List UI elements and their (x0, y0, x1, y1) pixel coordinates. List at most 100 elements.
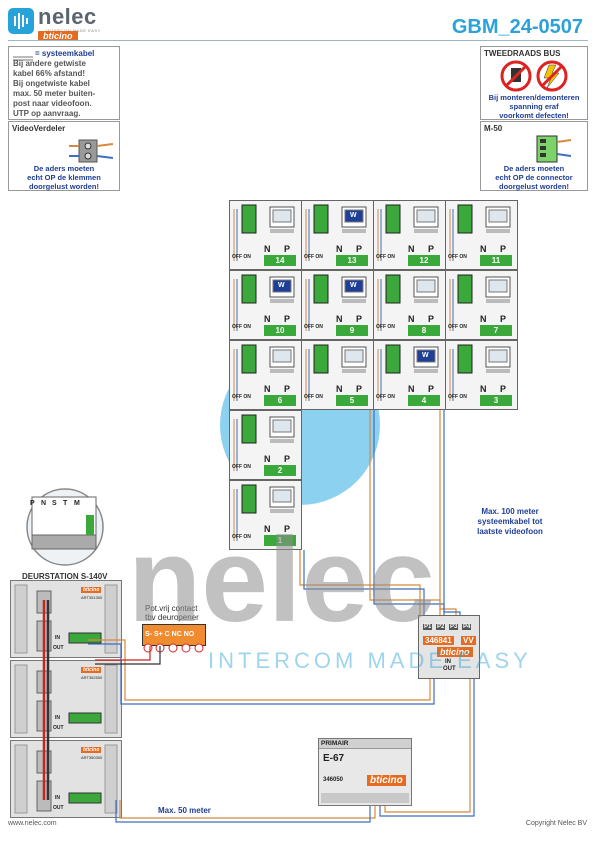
psu-header: PRIMAIR (319, 739, 411, 749)
address-display: 10 (264, 325, 296, 336)
address-display: 14 (264, 255, 296, 266)
distributor-model: 346841 (423, 636, 454, 645)
relay-terminals: S- S+ C NC NO (145, 631, 195, 638)
terminal-label: P (30, 500, 35, 507)
address-display: 3 (480, 395, 512, 406)
n-label: N (408, 314, 415, 324)
footer-copyright: Copyright Nelec BV (525, 820, 587, 827)
module-brand: bticino (81, 747, 102, 753)
videophone: N P OFF ON 6 (229, 340, 302, 410)
p-label: P (284, 314, 291, 324)
screen-mark: W (350, 212, 357, 219)
address-display: 7 (480, 325, 512, 336)
module-brand: bticino (81, 667, 102, 673)
videophone: W N P OFF ON 13 (301, 200, 374, 270)
off-on-switch: OFF ON (232, 254, 251, 260)
terminal-label: M (74, 500, 80, 507)
distributor-port: P4 (462, 624, 472, 630)
off-on-switch: OFF ON (304, 394, 323, 400)
screen-mark: W (278, 282, 285, 289)
video-distributor-note-title: VideoVerdeler (12, 124, 66, 133)
cable-note-box: = systeemkabel Bij andere getwiste kabel… (8, 46, 120, 120)
video-distributor-note: VideoVerdeler De aders moeten echt OP de… (8, 121, 120, 191)
video-distributor-note-caption: De aders moeten echt OP de klemmen doorg… (27, 164, 101, 191)
address-display: 2 (264, 465, 296, 476)
distributor-brand: bticino (437, 647, 473, 657)
module-code: ART351300 (81, 595, 103, 600)
port-in: IN (55, 715, 60, 721)
p-label: P (500, 384, 507, 394)
cable-note-text: Bij andere getwiste kabel 66% afstand! B… (13, 59, 96, 118)
off-on-switch: OFF ON (232, 534, 251, 540)
m50-title: M-50 (484, 124, 503, 133)
power-supply: PRIMAIR E-67 346050 bticino (318, 738, 412, 806)
door-station-title: DEURSTATION S-140V (22, 572, 108, 581)
n-label: N (264, 244, 271, 254)
address-display: 13 (336, 255, 368, 266)
off-on-switch: OFF ON (376, 394, 395, 400)
n-label: N (264, 524, 271, 534)
port-in: IN (55, 795, 60, 801)
p-label: P (428, 314, 435, 324)
terminal-label: S (52, 500, 57, 507)
p-label: P (284, 524, 291, 534)
off-on-switch: OFF ON (376, 254, 395, 260)
off-on-switch: OFF ON (232, 464, 251, 470)
address-display: 4 (408, 395, 440, 406)
module-code: ART350300 (81, 755, 103, 760)
distributor-out: OUT (443, 666, 456, 672)
p-label: P (284, 384, 291, 394)
watermark-word: nelec (128, 513, 435, 647)
cable-legend-label: = systeemkabel (35, 49, 95, 58)
psu-terminals (321, 793, 409, 803)
module-code: ART352500 (81, 675, 103, 680)
p-label: P (356, 244, 363, 254)
address-display: 9 (336, 325, 368, 336)
p-label: P (428, 384, 435, 394)
off-on-switch: OFF ON (232, 394, 251, 400)
off-on-switch: OFF ON (448, 254, 467, 260)
p-label: P (428, 244, 435, 254)
address-display: 6 (264, 395, 296, 406)
address-display: 11 (480, 255, 512, 266)
m50-note: M-50 De aders moeten echt OP de connecto… (480, 121, 588, 191)
off-on-switch: OFF ON (448, 394, 467, 400)
no-power-warning-icon (499, 60, 571, 97)
n-label: N (480, 314, 487, 324)
n-label: N (480, 244, 487, 254)
n-label: N (408, 384, 415, 394)
brand-tagline: INTERCOM MADE EASY (46, 28, 101, 33)
n-label: N (336, 314, 343, 324)
n-label: N (480, 384, 487, 394)
p-label: P (356, 314, 363, 324)
off-on-switch: OFF ON (304, 254, 323, 260)
n-label: N (408, 244, 415, 254)
terminal-zoom-detail (20, 487, 110, 572)
off-on-switch: OFF ON (376, 324, 395, 330)
partner-logo: bticino (38, 31, 78, 41)
n-label: N (336, 244, 343, 254)
address-display: 5 (336, 395, 368, 406)
port-out: OUT (53, 645, 64, 651)
distributor-in: IN (445, 659, 451, 665)
terminal-label: N (41, 500, 47, 507)
port-out: OUT (53, 805, 64, 811)
max-100m-label: Max. 100 meter systeemkabel tot laatste … (477, 507, 543, 536)
header-divider (8, 40, 588, 41)
module-brand: bticino (81, 587, 102, 593)
distributor-port: P3 (449, 624, 459, 630)
videophone: N P OFF ON 3 (445, 340, 518, 410)
p-label: P (284, 454, 291, 464)
watermark-sub: INTERCOM MADE EASY (208, 648, 532, 673)
n-label: N (264, 384, 271, 394)
port-in: IN (55, 635, 60, 641)
